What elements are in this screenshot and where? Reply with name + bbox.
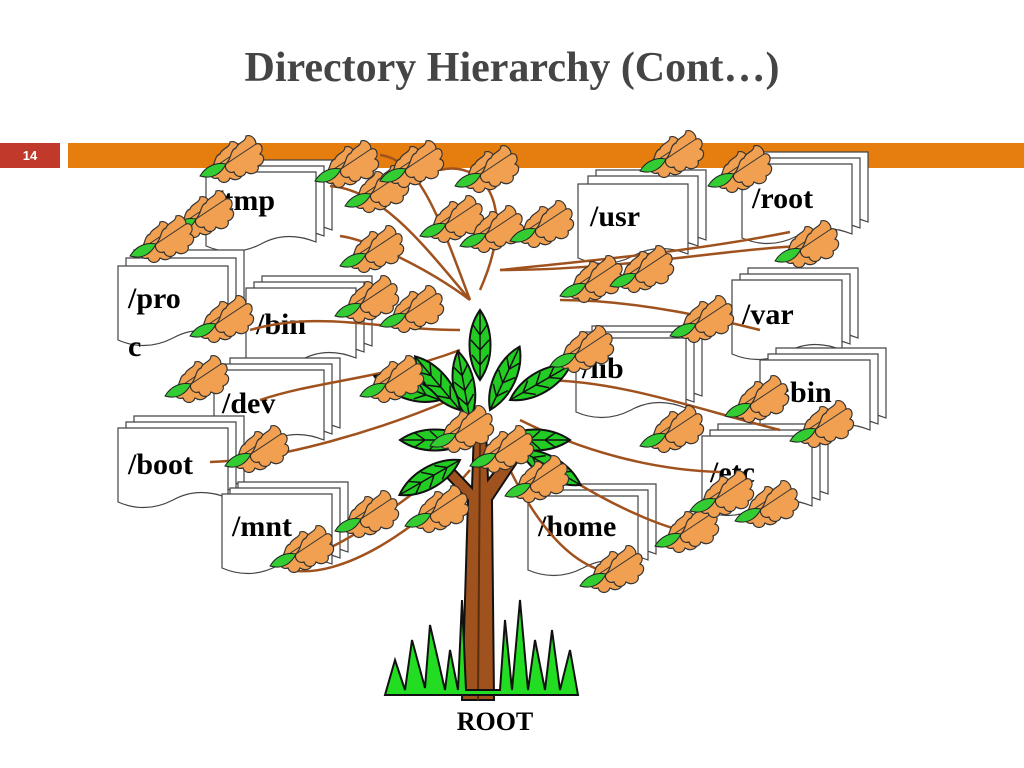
- dir-boot-label: /boot: [127, 448, 193, 481]
- dir-home: /home: [527, 483, 657, 577]
- dir-usr-label: /usr: [589, 200, 640, 233]
- dir-dev-label: /dev: [221, 387, 275, 420]
- dir-root-label: /root: [751, 182, 813, 215]
- dir-boot: /boot: [117, 415, 245, 509]
- slide-number: 14: [22, 148, 38, 163]
- root-label: ROOT: [457, 707, 534, 736]
- dir-proc-label-line1: /pro: [127, 282, 181, 315]
- dir-usr: /usr: [577, 169, 707, 265]
- dir-mnt-label: /mnt: [231, 510, 292, 543]
- slide-number-bar: [0, 143, 60, 168]
- grass: [383, 599, 580, 696]
- dir-dev: /dev: [213, 357, 341, 451]
- dir-mnt: /mnt: [221, 481, 349, 575]
- dir-var-label: /var: [741, 298, 794, 331]
- dir-home-label: /home: [537, 510, 616, 543]
- slide-title: Directory Hierarchy (Cont…): [244, 45, 780, 91]
- dir-var: /var: [731, 267, 859, 361]
- dir-proc-label-line2: c: [128, 330, 141, 363]
- dir-root: /root: [741, 151, 869, 245]
- dir-proc: /pro c: [117, 249, 245, 363]
